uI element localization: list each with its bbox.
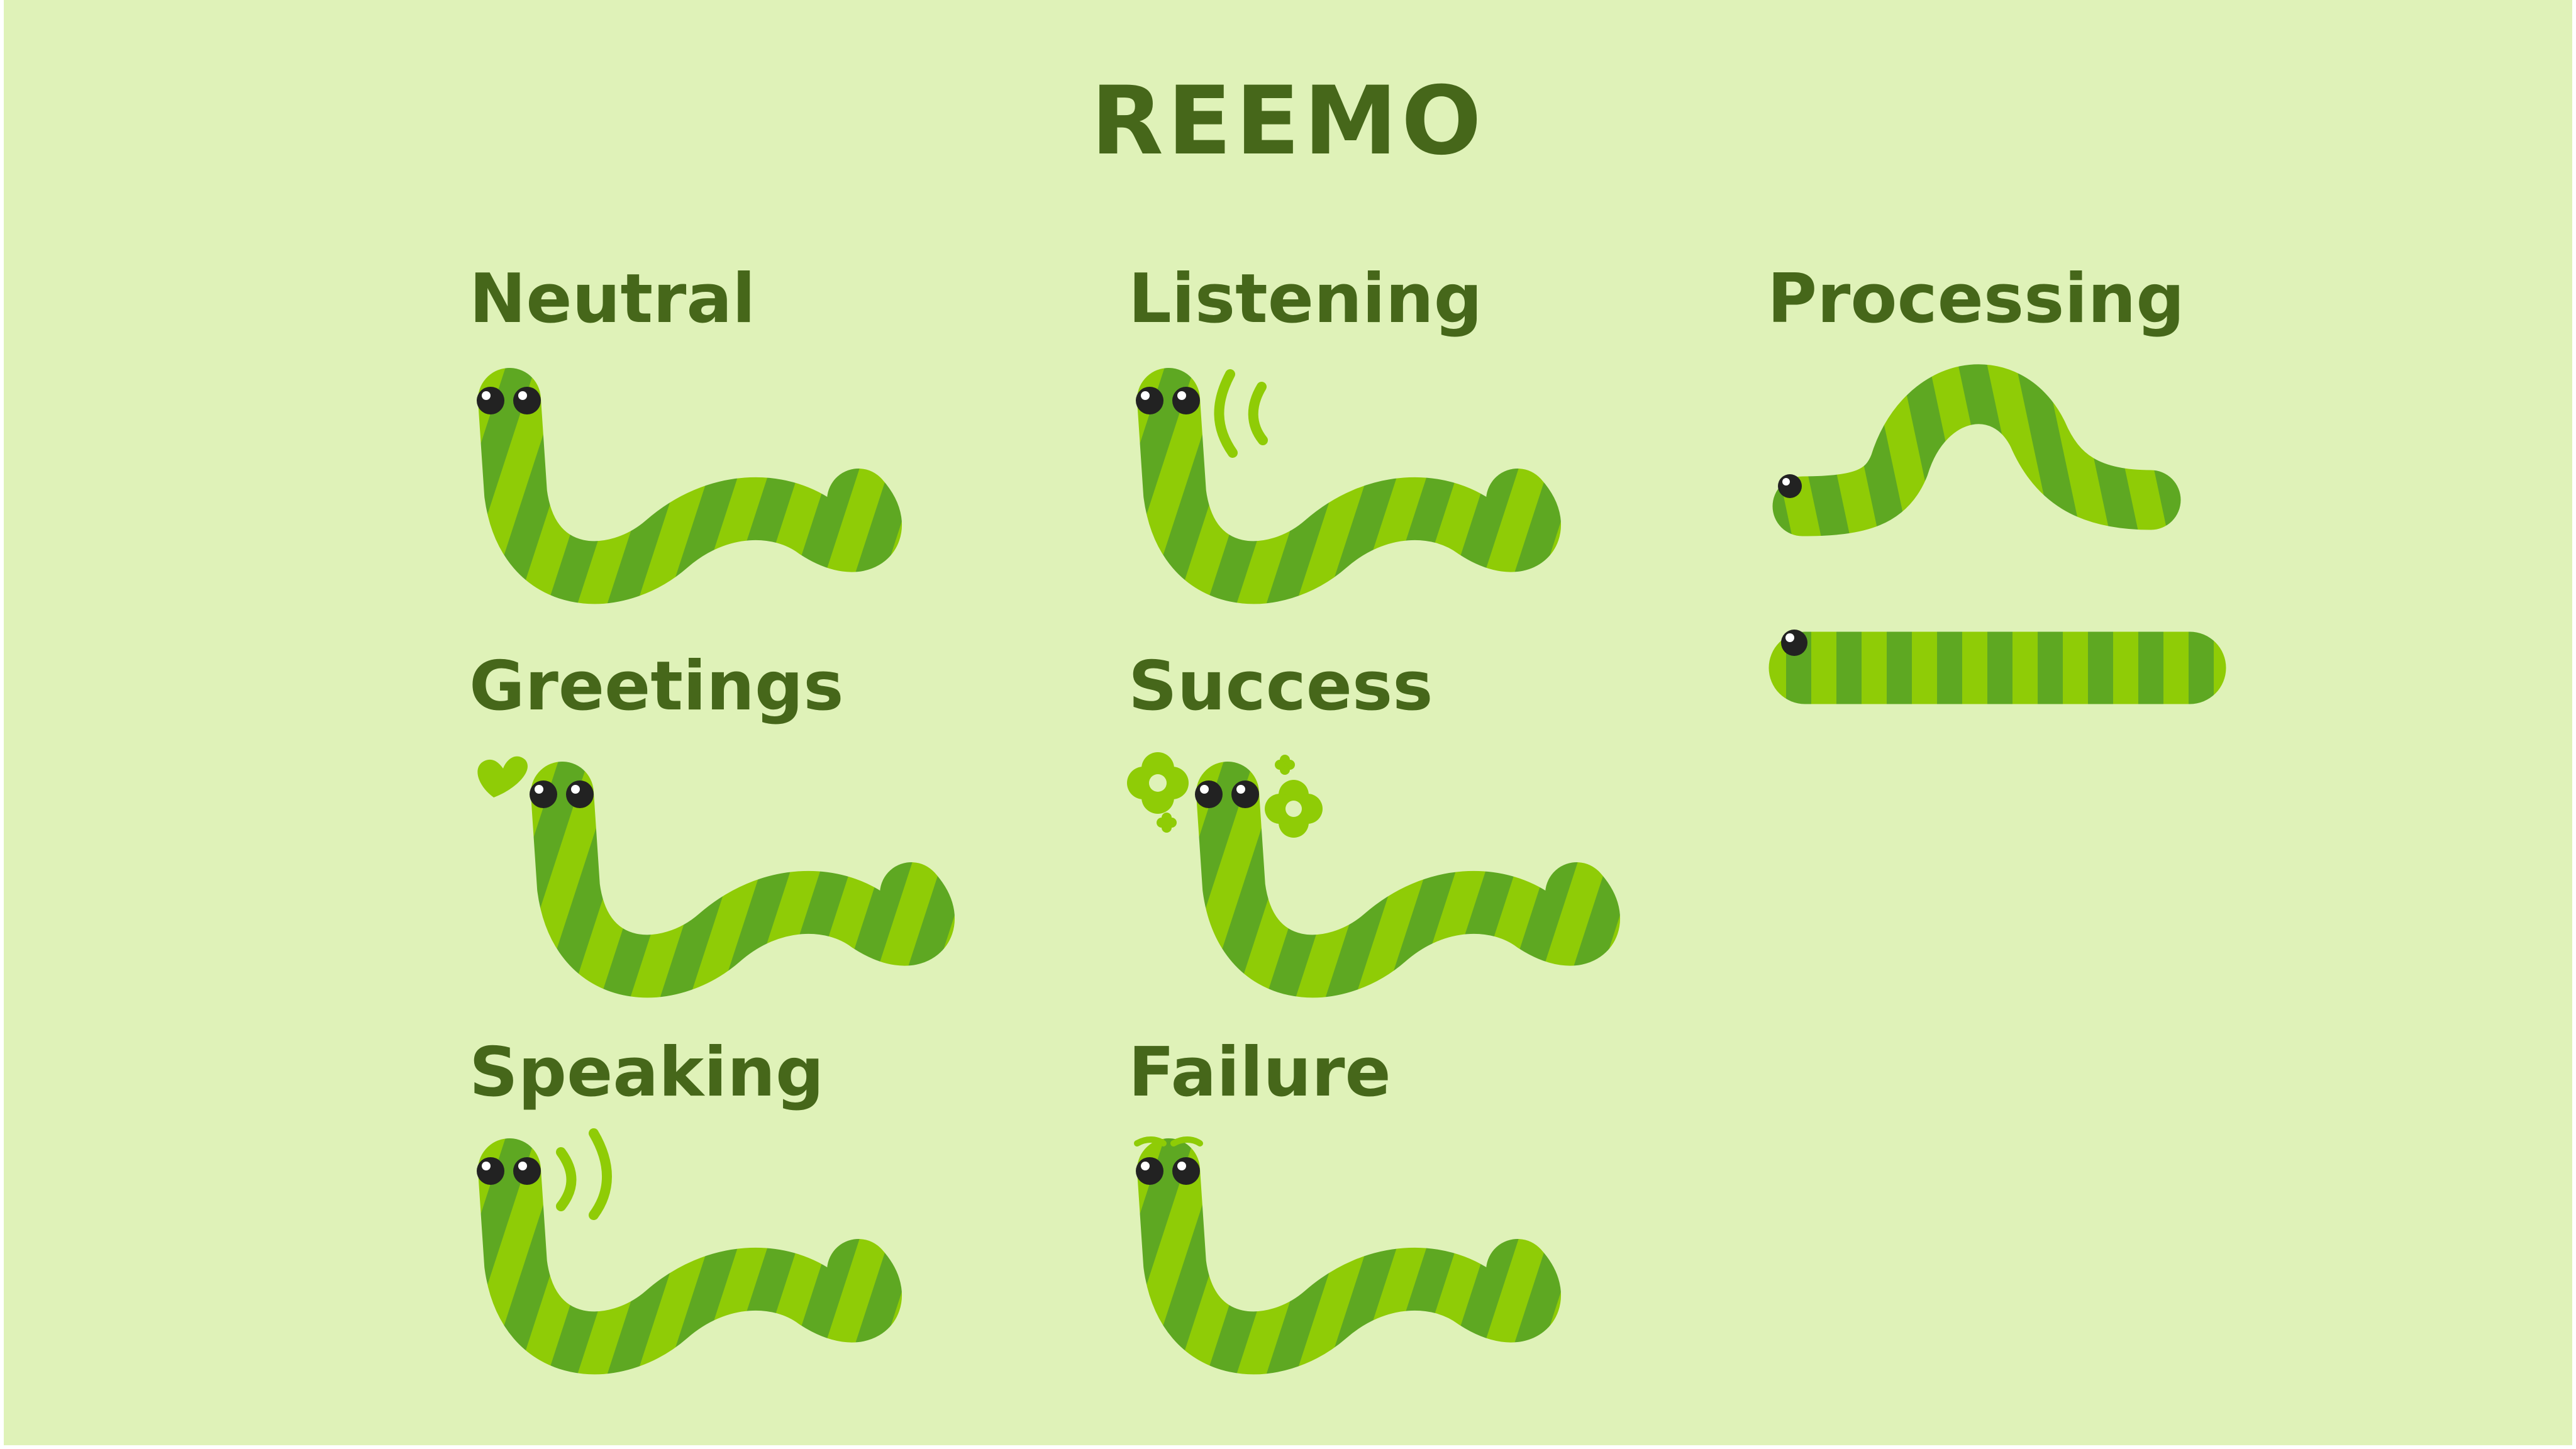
worm-success [1127,752,1589,966]
worm-failure [1136,1140,1530,1343]
speech-waves-icon [556,1128,612,1220]
label-listening: Listening [1128,260,1483,338]
sparkle-icon [1157,755,1295,833]
label-greetings: Greetings [469,647,844,726]
worm-listening [1136,374,1530,572]
label-processing: Processing [1767,260,2185,338]
worm-neutral [477,387,870,572]
sad-brow-icon [1134,1136,1203,1146]
label-success: Success [1128,647,1433,726]
flower-icon [1265,780,1323,838]
label-failure: Failure [1128,1033,1391,1112]
sheet-background [4,0,2572,1445]
sound-waves-icon [1214,369,1268,458]
sheet-title: REEMO [1091,67,1485,176]
label-speaking: Speaking [469,1033,824,1112]
heart-icon [477,756,528,797]
worm-processing [1768,364,2226,704]
flower-icon [1127,752,1189,814]
worm-speaking [477,1133,870,1343]
label-neutral: Neutral [469,260,756,338]
worm-greetings [477,757,923,967]
